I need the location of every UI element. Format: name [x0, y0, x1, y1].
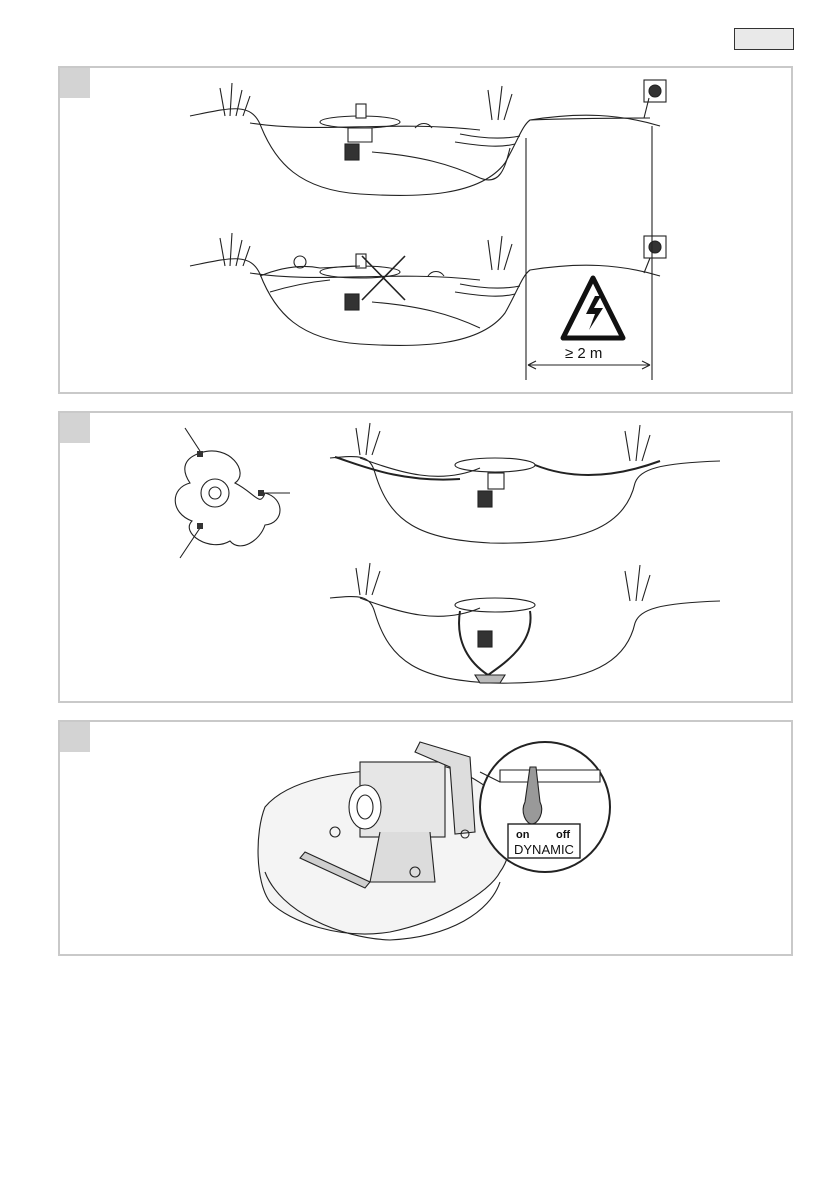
figure-anchoring-illustration — [60, 413, 795, 705]
cable-anchor-icon — [197, 451, 264, 529]
fountain-float-weighted — [455, 598, 535, 612]
switch-off-label: off — [556, 829, 570, 841]
anchor-point-pointer — [185, 428, 200, 451]
pump-upper — [345, 144, 359, 160]
figure-safety-distance: ≥ 2 m — [58, 66, 793, 394]
pump-base — [370, 832, 435, 882]
page-index-tab — [734, 28, 794, 50]
pump-lower — [345, 294, 359, 310]
weight-stone — [475, 675, 505, 683]
swimmer — [260, 266, 360, 292]
water-surface-lower — [250, 273, 480, 280]
figure-anchoring — [58, 411, 793, 703]
figure-safety-distance-illustration: ≥ 2 m — [60, 68, 795, 396]
figure-dynamic-switch: on off DYNAMIC — [58, 720, 793, 956]
pump-inlet — [349, 785, 381, 829]
pond-lower-bank — [190, 259, 660, 346]
pond-upper-bank — [190, 109, 660, 196]
figure-dynamic-switch-illustration: on off DYNAMIC — [60, 722, 795, 958]
switch-name-label: DYNAMIC — [514, 842, 574, 857]
distance-label: ≥ 2 m — [565, 345, 602, 362]
electric-hazard-icon — [563, 278, 623, 338]
fountain-float-anchored — [455, 458, 535, 472]
switch-on-label: on — [516, 829, 530, 841]
